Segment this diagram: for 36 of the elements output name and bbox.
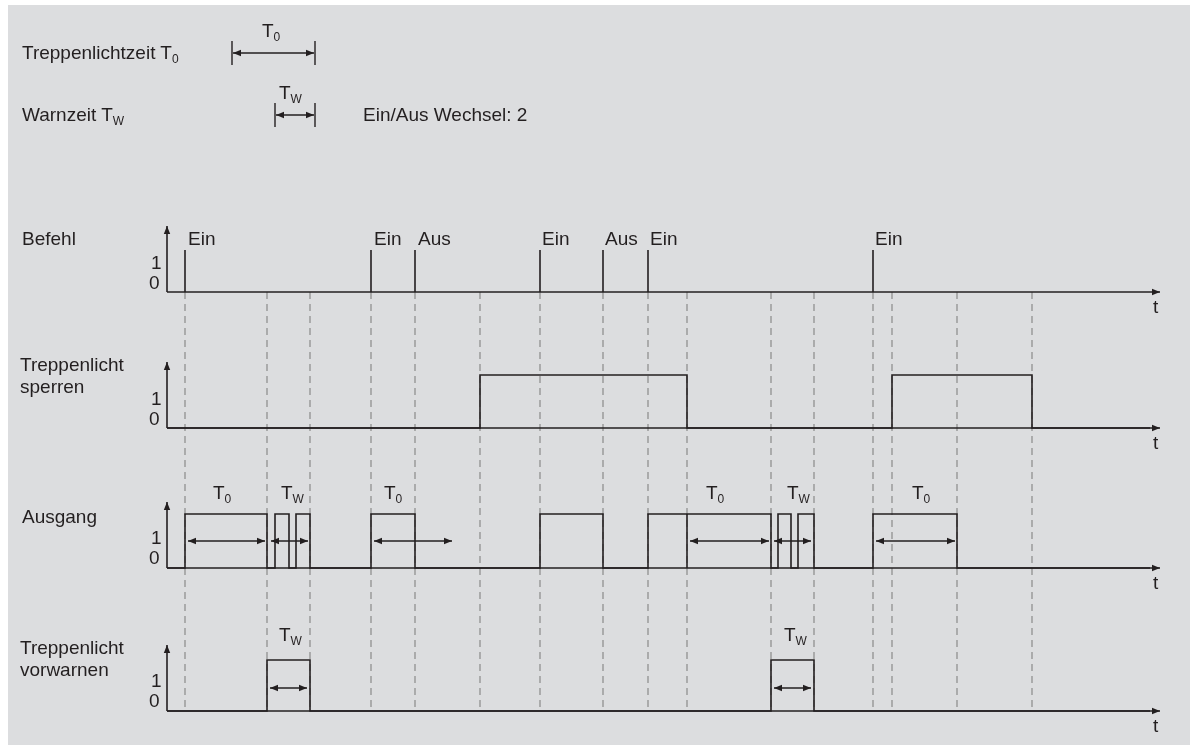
event-label: Aus [605,228,638,250]
event-label: Ein [374,228,402,250]
time-label: T$_{0}$ [384,482,403,508]
time-label: T$_{W}$ [787,482,810,508]
event-label: Ein [875,228,903,250]
time-label: T$_{W}$ [279,82,302,108]
legend-text: Warnzeit T$_{W}$ [22,104,125,130]
legend-text: Treppenlichtzeit T$_{0}$ [22,42,179,68]
level-label: 1 [151,252,162,274]
signal-name: Treppenlicht sperren [20,354,125,398]
signal-name: Ausgang [22,506,97,528]
axis-label: t [1153,432,1159,454]
level-label: 1 [151,670,162,692]
level-label: 0 [149,690,160,712]
level-label: 0 [149,408,160,430]
event-label: Ein [542,228,570,250]
level-label: 0 [149,547,160,569]
time-label: T$_{0}$ [213,482,232,508]
time-label: T$_{0}$ [262,20,281,46]
time-label: T$_{W}$ [279,624,302,650]
event-label: Aus [418,228,451,250]
signal-name: Befehl [22,228,76,250]
level-label: 1 [151,527,162,549]
axis-label: t [1153,572,1159,594]
level-label: 1 [151,388,162,410]
axis-label: t [1153,715,1159,737]
axis-label: t [1153,296,1159,318]
event-label: Ein [650,228,678,250]
time-label: T$_{W}$ [281,482,304,508]
signal-name: Treppenlicht vorwarnen [20,637,125,681]
time-label: T$_{0}$ [706,482,725,508]
setting-text: Ein/Aus Wechsel: 2 [363,104,528,126]
event-label: Ein [188,228,216,250]
time-label: T$_{W}$ [784,624,807,650]
level-label: 0 [149,272,160,294]
time-label: T$_{0}$ [912,482,931,508]
